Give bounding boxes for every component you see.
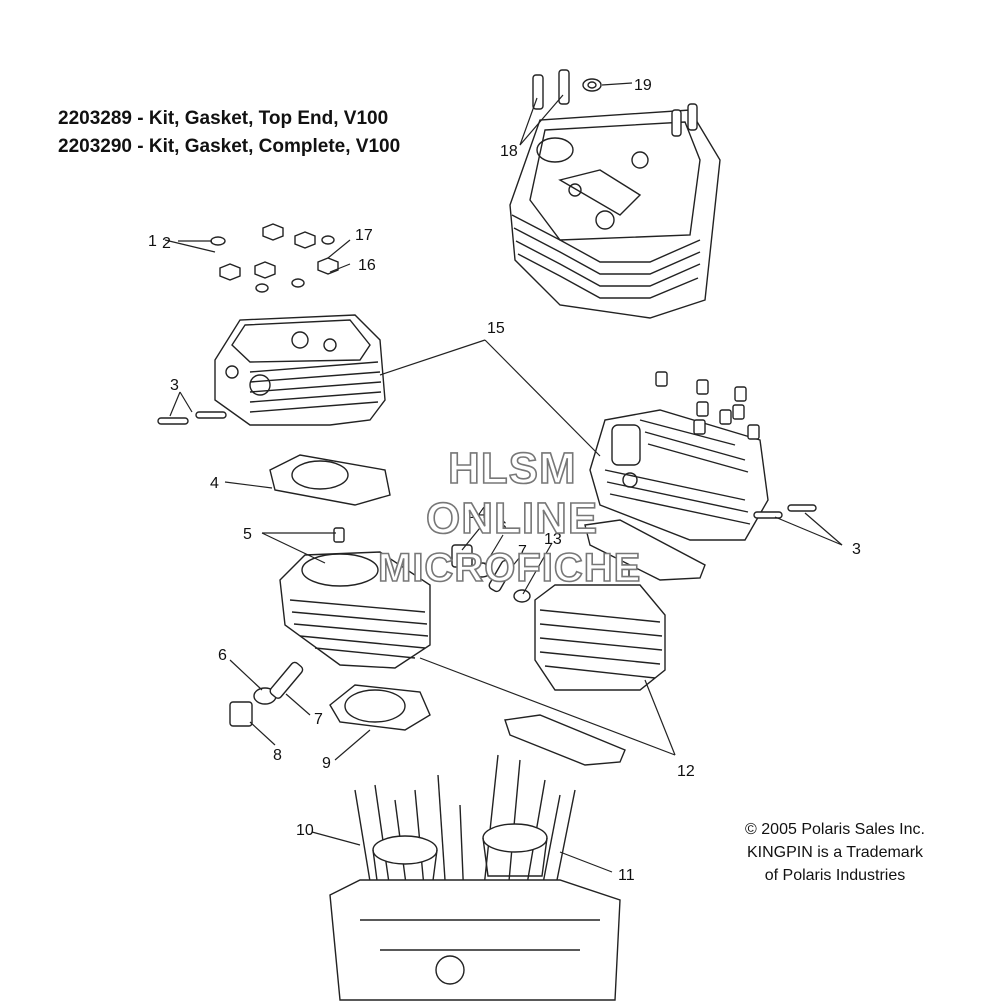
oil-fitting-upper xyxy=(451,544,531,603)
callout-18: 18 xyxy=(500,143,518,160)
callout-7-lower: 7 xyxy=(314,711,323,728)
callout-1: 1 xyxy=(148,233,157,250)
rear-cylinder-head xyxy=(589,409,769,541)
callout-10: 10 xyxy=(296,822,314,839)
callout-14: 14 xyxy=(469,505,487,522)
callout-13: 13 xyxy=(544,531,562,548)
callout-4: 4 xyxy=(210,475,219,492)
base-gasket-rear xyxy=(504,714,626,766)
callout-7-upper: 7 xyxy=(518,543,527,560)
callout-17: 17 xyxy=(355,227,373,244)
head-nuts-rear xyxy=(655,371,760,440)
copyright-line-1: © 2005 Polaris Sales Inc. xyxy=(745,821,925,838)
head-gasket-front xyxy=(269,454,391,506)
callout-9: 9 xyxy=(322,755,331,772)
base-gasket-front xyxy=(329,684,431,731)
head-nuts-front xyxy=(210,223,339,293)
rear-dowel-pins xyxy=(753,504,817,519)
crankcase xyxy=(329,879,621,1001)
callout-15: 15 xyxy=(487,320,505,337)
kit-line-top-end: 2203289 - Kit, Gasket, Top End, V100 xyxy=(58,108,389,129)
callout-5: 5 xyxy=(243,526,252,543)
callout-11: 11 xyxy=(618,867,635,884)
upper-rear-cylinder-head xyxy=(509,109,721,319)
callout-3-left: 3 xyxy=(170,377,179,394)
callout-16: 16 xyxy=(358,257,376,274)
watermark-online: ONLINE xyxy=(425,493,599,544)
watermark-hlsm: HLSM xyxy=(447,443,577,494)
callout-6-upper: 6 xyxy=(498,519,507,536)
copyright-block: © 2005 Polaris Sales Inc. KINGPIN is a T… xyxy=(700,818,970,887)
rear-cylinder xyxy=(534,564,666,691)
head-gasket-rear xyxy=(584,519,706,581)
callout-19: 19 xyxy=(634,77,652,94)
copyright-line-2: KINGPIN is a Trademark xyxy=(746,844,924,861)
callout-3-right: 3 xyxy=(852,541,861,558)
valve-guide-pins xyxy=(532,69,698,137)
front-cylinder-head xyxy=(214,314,386,426)
callout-numbers: 1 2 3 3 4 5 6 6 7 7 8 9 10 11 12 13 14 1… xyxy=(148,77,861,884)
front-cylinder xyxy=(279,527,431,669)
leader-lines xyxy=(164,82,843,873)
callout-12: 12 xyxy=(677,763,695,780)
oil-fitting-lower xyxy=(229,661,304,727)
head-dowel-pins xyxy=(157,411,227,425)
callout-2: 2 xyxy=(162,235,171,252)
copyright-line-3: of Polaris Industries xyxy=(764,867,906,884)
watermark-microfiche: MICROFICHE xyxy=(377,545,642,591)
callout-8: 8 xyxy=(273,747,282,764)
kit-line-complete: 2203290 - Kit, Gasket, Complete, V100 xyxy=(58,136,401,157)
callout-6-lower: 6 xyxy=(218,647,227,664)
